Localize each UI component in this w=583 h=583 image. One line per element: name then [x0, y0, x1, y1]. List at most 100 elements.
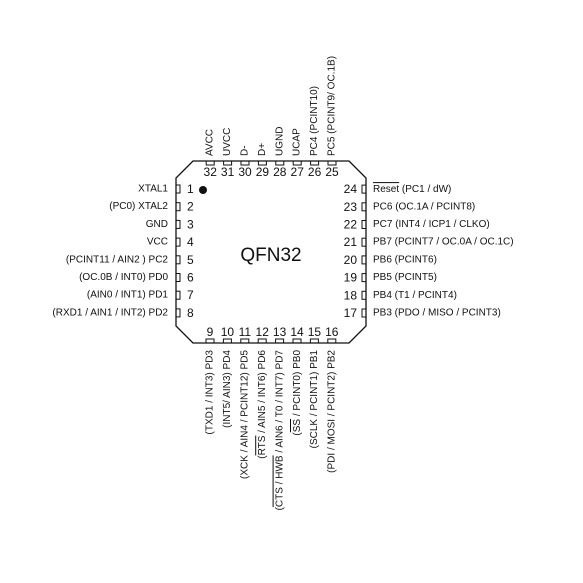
- pin-number-2: 2: [187, 200, 194, 214]
- pin-pad-29: [257, 160, 267, 166]
- pin-label-3: GND: [146, 219, 168, 230]
- pin-number-8: 8: [187, 306, 194, 320]
- pin-label-17: PB3 (PDO / MISO / PCINT3): [373, 308, 501, 319]
- pin-pad-17: [361, 308, 367, 318]
- pin-label-27: UCAP: [292, 128, 303, 156]
- pin-label-30: D-: [240, 145, 251, 156]
- pin-label-8: (RXD1 / AIN1 / INT2) PD2: [52, 307, 168, 318]
- pin-pad-26: [310, 160, 320, 166]
- pin-number-32: 32: [204, 165, 218, 179]
- pin-number-18: 18: [344, 288, 358, 302]
- pin-number-21: 21: [344, 235, 358, 249]
- pin-number-16: 16: [325, 325, 339, 339]
- pin-pad-13: [275, 338, 285, 344]
- pin-pad-14: [292, 338, 302, 344]
- pin-number-3: 3: [187, 217, 194, 231]
- pin-number-27: 27: [291, 165, 305, 179]
- pin-pad-3: [175, 219, 181, 229]
- pin1-dot: [199, 186, 207, 194]
- pin-number-6: 6: [187, 271, 194, 285]
- pin-pad-10: [222, 338, 232, 344]
- pin-pad-20: [361, 255, 367, 265]
- pin-number-15: 15: [308, 325, 322, 339]
- pin-pad-11: [240, 338, 250, 344]
- pin-label-11: (XCK / AIN4 / PCINT12) PD5: [239, 350, 250, 479]
- pin-label-16: (PDI / MOSI / PCINT2) PB2: [326, 350, 337, 473]
- pin-number-29: 29: [256, 165, 270, 179]
- pin-label-1: XTAL1: [138, 184, 168, 195]
- pin-label-29: D+: [257, 143, 268, 156]
- pin-label-14: (SS / PCINT0) PB0: [292, 350, 303, 436]
- pin-label-15: (SCLK / PCINT1) PB1: [309, 350, 320, 449]
- pin-label-6: (OC.0B / INT0) PD0: [79, 272, 168, 283]
- pin-label-31: UVCC: [222, 128, 233, 156]
- pin-label-22: PC7 (INT4 / ICP1 / CLKO): [373, 219, 490, 230]
- pin-pad-18: [361, 290, 367, 300]
- pin-pad-7: [175, 290, 181, 300]
- pin-label-9: (TXD1 / INT3) PD3: [205, 350, 216, 435]
- pin-number-28: 28: [273, 165, 287, 179]
- pin-pad-16: [327, 338, 337, 344]
- pin-number-9: 9: [207, 325, 214, 339]
- pin-pad-8: [175, 308, 181, 318]
- pin-pad-1: [175, 184, 181, 194]
- pin-pad-12: [257, 338, 267, 344]
- pin-number-23: 23: [344, 200, 358, 214]
- pin-pad-6: [175, 273, 181, 282]
- pin-number-14: 14: [290, 325, 304, 339]
- pin-label-20: PB6 (PCINT6): [373, 254, 437, 265]
- pin-label-23: PC6 (OC.1A / PCINT8): [373, 201, 475, 212]
- pin-pad-21: [361, 237, 367, 247]
- pin-number-5: 5: [187, 253, 194, 267]
- pin-number-12: 12: [256, 325, 270, 339]
- pin-label-18: PB4 (T1 / PCINT4): [373, 290, 457, 301]
- pin-number-25: 25: [325, 165, 339, 179]
- pins-layer: 1 XTAL1 2 (PC0) XTAL2 3 GND 4 VCC 5 (PCINT11 / AI…: [52, 56, 513, 510]
- pin-number-20: 20: [344, 253, 358, 267]
- pin-number-26: 26: [308, 165, 322, 179]
- pin-pad-5: [175, 255, 181, 265]
- pin-label-26: PC4 (PCINT10): [309, 86, 320, 156]
- pin-number-31: 31: [221, 165, 235, 179]
- pin-pad-23: [361, 202, 367, 212]
- pin-number-17: 17: [344, 306, 358, 320]
- pin-label-10: (INT5/ AIN3) PD4: [222, 350, 233, 428]
- pin-label-5: (PCINT11 / AIN2 ) PC2: [66, 254, 169, 265]
- pin-label-21: PB7 (PCINT7 / OC.0A / OC.1C): [373, 237, 514, 248]
- pin-number-4: 4: [187, 235, 194, 249]
- pin-number-13: 13: [273, 325, 287, 339]
- pin-label-4: VCC: [147, 237, 168, 248]
- pin-label-25: PC5 (PCINT9/ OC.1B): [327, 56, 338, 156]
- pin-pad-15: [309, 338, 319, 344]
- pin-pad-9: [205, 338, 215, 344]
- pin-label-19: PB5 (PCINT5): [373, 272, 437, 283]
- pin-pad-28: [275, 160, 285, 166]
- pin-label-12: (RTS / AIN5 / INT6) PD6: [257, 350, 268, 459]
- pin-number-30: 30: [238, 165, 252, 179]
- pin-pad-25: [327, 160, 337, 166]
- pin-number-22: 22: [344, 218, 358, 232]
- pin-pad-24: [361, 184, 367, 194]
- pin-pad-30: [240, 160, 250, 166]
- pin-label-7: (AIN0 / INT1) PD1: [87, 290, 169, 301]
- pin-pad-2: [175, 202, 181, 212]
- pin-label-24: Reset (PC1 / dW): [373, 184, 451, 195]
- pin-number-7: 7: [187, 288, 194, 302]
- pin-pad-31: [223, 160, 233, 166]
- pin-number-19: 19: [344, 271, 358, 285]
- pin-pad-4: [175, 237, 181, 247]
- pin-number-1: 1: [187, 182, 194, 196]
- pin-pad-27: [292, 160, 302, 166]
- pin-pad-32: [205, 160, 215, 166]
- pin-pad-22: [361, 220, 367, 229]
- pin-label-13: (CTS / HWB / AIN6 / T0 / INT7) PD7: [274, 350, 285, 511]
- pin-number-24: 24: [344, 182, 358, 196]
- pin-label-2: (PC0) XTAL2: [109, 201, 168, 212]
- pin-label-32: AVCC: [205, 129, 216, 156]
- pin-number-10: 10: [221, 325, 235, 339]
- pin-number-11: 11: [239, 325, 252, 339]
- pin-pad-19: [361, 273, 367, 283]
- pin-label-28: UGND: [274, 127, 285, 156]
